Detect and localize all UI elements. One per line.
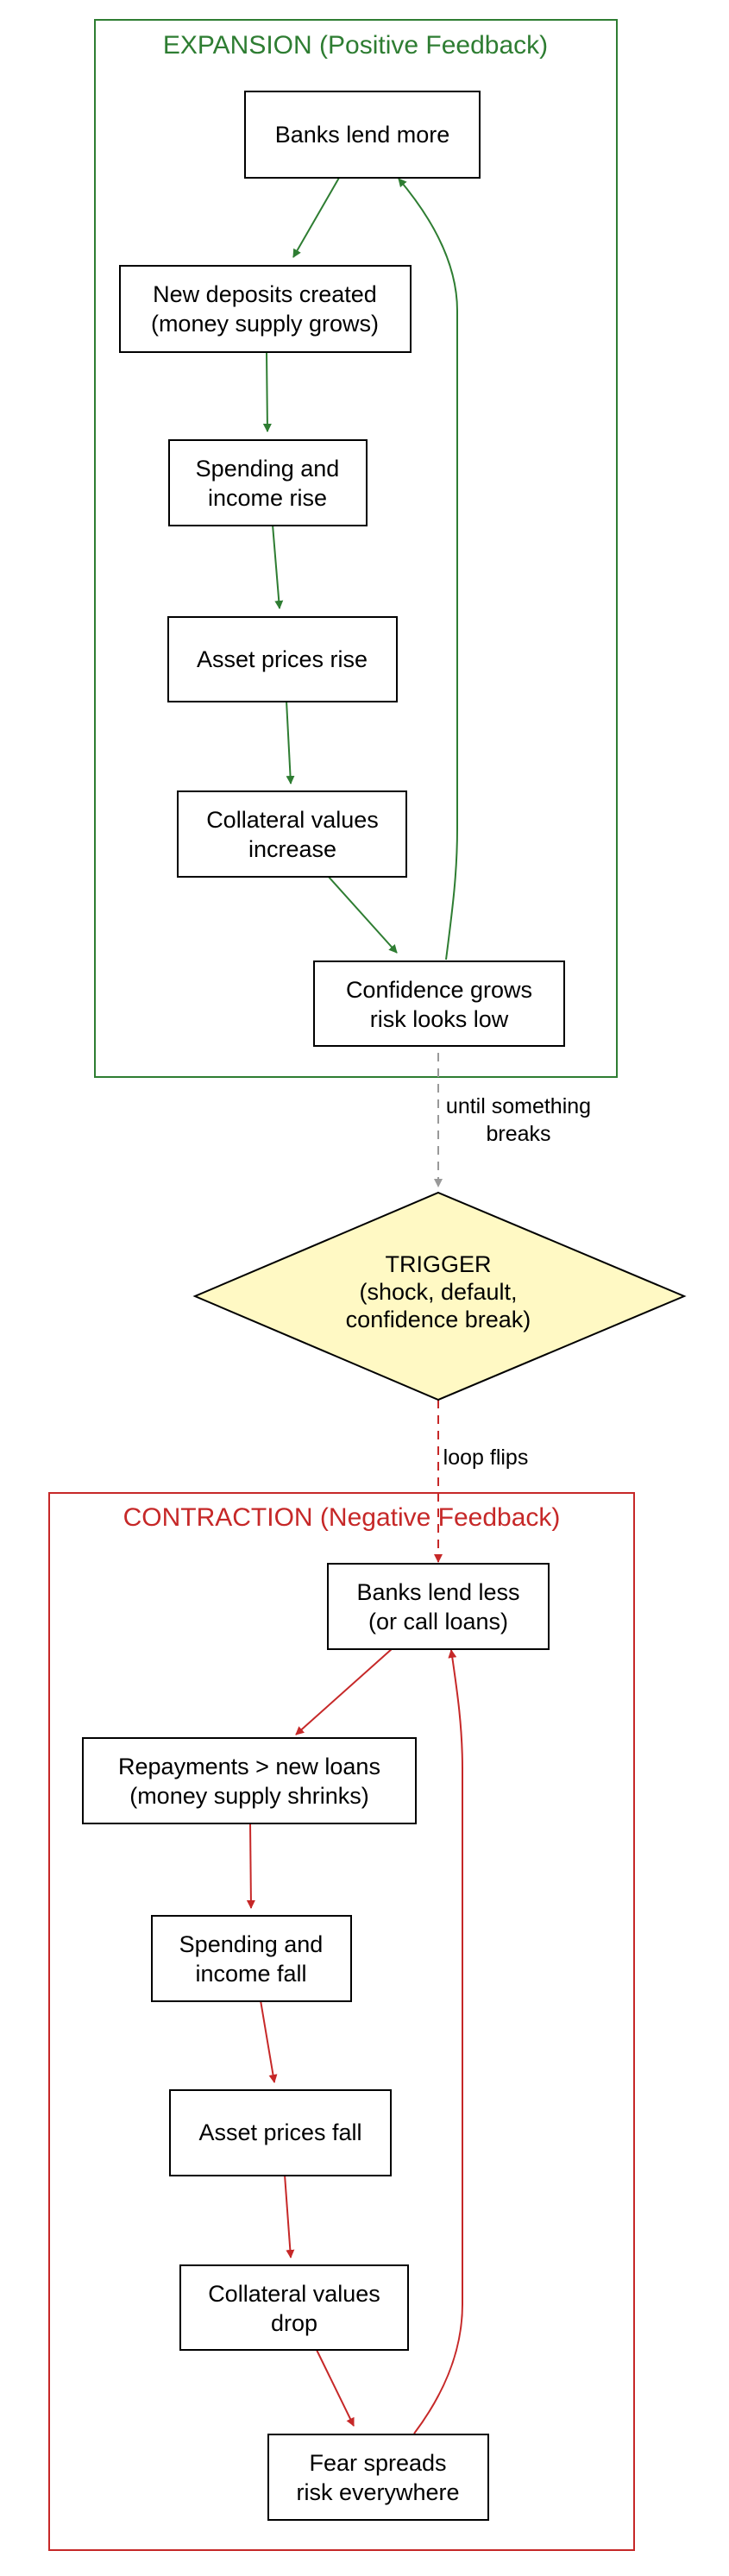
node-trigger-line-1: TRIGGER [385,1251,491,1277]
node-repayments: Repayments > new loans (money supply shr… [82,1737,417,1824]
node-spending-income-fall-box [151,1915,352,2002]
expansion-cluster-title: EXPANSION (Positive Feedback) [163,31,548,60]
node-banks-lend-less-line-1: Banks lend less [356,1579,519,1605]
contraction-cluster-border [48,1492,635,2551]
node-asset-prices-rise-box [167,616,398,702]
node-new-deposits-box [119,265,412,353]
node-fear-spreads-line-2: risk everywhere [296,2479,459,2505]
edge-label-until-breaks-line-2: breaks [486,1122,550,1146]
node-collateral-drop: Collateral values drop [179,2264,409,2351]
node-spending-income-rise: Spending and income rise [168,439,368,526]
edge-assets-to-collateral-drop [284,2174,295,2258]
node-asset-prices-rise-label: Asset prices rise [197,646,368,672]
node-collateral-drop-line-2: drop [271,2310,317,2336]
edge-collateral-to-confidence [327,875,398,954]
node-collateral-drop-line-1: Collateral values [208,2281,380,2307]
node-confidence-grows-line-2: risk looks low [370,1006,509,1032]
edge-spending-to-assets [272,524,284,609]
node-spending-income-fall-line-1: Spending and [179,1931,324,1957]
node-asset-prices-fall: Asset prices fall [169,2089,392,2176]
node-new-deposits: New deposits created (money supply grows… [119,265,412,353]
expansion-cluster: EXPANSION (Positive Feedback) [94,19,618,1078]
node-banks-lend-more-label: Banks lend more [275,122,450,148]
node-repayments-box [82,1737,417,1824]
node-banks-lend-less-line-2: (or call loans) [368,1609,508,1634]
node-fear-spreads-box [267,2434,489,2521]
node-spending-income-rise-line-1: Spending and [196,456,340,482]
node-asset-prices-fall-label: Asset prices fall [198,2119,361,2145]
node-collateral-increase-box [177,790,407,878]
edge-lend-more-to-deposits [292,177,340,258]
node-trigger-line-2: (shock, default, [359,1279,517,1305]
node-collateral-increase: Collateral values increase [177,790,407,878]
node-collateral-increase-line-2: increase [248,836,336,862]
contraction-cluster: CONTRACTION (Negative Feedback) [48,1492,635,2551]
edge-label-until-breaks-line-1: until something [446,1094,591,1118]
node-trigger-diamond [192,1191,687,1401]
expansion-edges [262,177,458,960]
edge-fear-to-lend-less [413,1649,463,2434]
node-banks-lend-less-box [327,1563,550,1650]
edge-spending-to-assets-fall [260,2000,278,2083]
node-new-deposits-line-2: (money supply grows) [151,311,379,337]
edge-label-loop-flips: loop flips [443,1445,529,1470]
node-banks-lend-less: Banks lend less (or call loans) [327,1563,550,1650]
node-banks-lend-more: Banks lend more [244,91,481,179]
node-spending-income-rise-line-2: income rise [208,485,327,511]
node-banks-lend-more-box [244,91,481,179]
expansion-cluster-border [94,19,618,1078]
contraction-cluster-title: CONTRACTION (Negative Feedback) [123,1503,561,1532]
edge-repayments-to-spending [246,1822,255,1909]
node-repayments-line-1: Repayments > new loans [118,1754,380,1779]
node-trigger-line-3: confidence break) [346,1307,531,1332]
contraction-edges [246,1647,463,2434]
node-confidence-grows-line-1: Confidence grows [346,977,532,1003]
node-asset-prices-rise: Asset prices rise [167,616,398,702]
node-spending-income-rise-box [168,439,368,526]
node-confidence-grows: Confidence grows risk looks low [313,960,565,1047]
node-collateral-drop-box [179,2264,409,2351]
node-new-deposits-line-1: New deposits created [153,281,377,307]
edge-label-until-breaks: until something breaks [446,1094,591,1146]
node-spending-income-fall: Spending and income fall [151,1915,352,2002]
node-repayments-line-2: (money supply shrinks) [129,1783,369,1809]
edge-confidence-to-lend-more [398,178,458,960]
node-fear-spreads-line-1: Fear spreads [309,2450,446,2476]
node-confidence-grows-box [313,960,565,1047]
node-asset-prices-fall-box [169,2089,392,2176]
edge-lend-less-to-repayments [295,1647,393,1735]
edge-collateral-to-fear [316,2349,355,2427]
node-spending-income-fall-line-2: income fall [195,1961,306,1987]
node-trigger: TRIGGER (shock, default, confidence brea… [192,1191,687,1401]
node-fear-spreads: Fear spreads risk everywhere [267,2434,489,2521]
node-collateral-increase-line-1: Collateral values [206,807,379,833]
edge-assets-to-collateral [286,700,295,784]
